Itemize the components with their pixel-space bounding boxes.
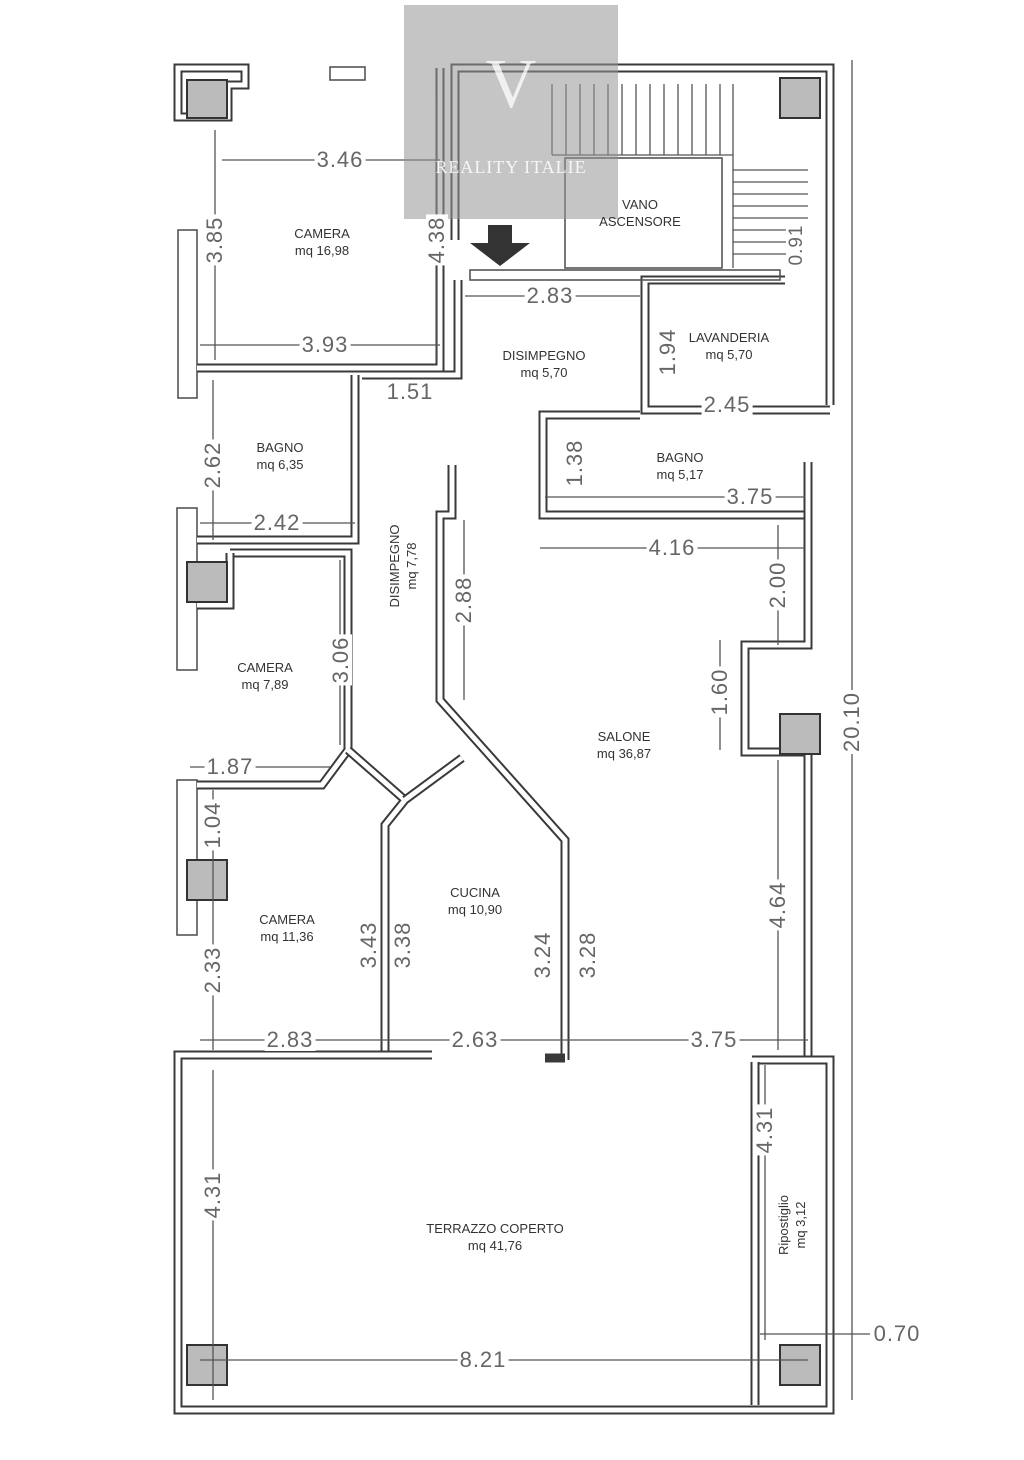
room-name: CAMERA	[294, 226, 350, 241]
room-area: mq 41,76	[467, 1238, 523, 1253]
dimension-lines	[190, 60, 870, 1400]
dimension-label: 1.94	[655, 326, 680, 378]
dimension-label: 20.10	[839, 689, 864, 755]
dimension-label: 3.28	[575, 929, 600, 981]
entrance-arrow-icon	[470, 225, 530, 266]
dimension-label: 1.38	[562, 437, 587, 489]
room-label-cucina: CUCINA mq 10,90	[448, 884, 502, 918]
room-name: CAMERA	[259, 912, 315, 927]
dimension-label: 8.21	[457, 1347, 509, 1372]
room-area: mq 3,12	[793, 1201, 808, 1249]
room-label-lavanderia: LAVANDERIA mq 5,70	[689, 329, 769, 363]
room-area: mq 5,70	[520, 365, 568, 380]
room-area: mq 7,78	[404, 542, 419, 590]
dimension-label: 3.24	[530, 929, 555, 981]
room-area: mq 5,17	[656, 467, 704, 482]
walls	[173, 63, 835, 1415]
watermark-brand: REALITY ITALIE	[435, 157, 587, 177]
dimension-label: 4.31	[200, 1169, 225, 1221]
dimension-label: 4.16	[646, 535, 698, 560]
dimension-label: 0.70	[871, 1321, 923, 1346]
room-label-camera-3: CAMERA mq 11,36	[259, 911, 315, 945]
room-area: mq 11,36	[260, 929, 314, 944]
dimension-label: 3.38	[390, 919, 415, 971]
room-name: BAGNO	[256, 440, 304, 455]
dimension-label: 2.00	[765, 559, 790, 611]
dimension-label: 3.75	[688, 1027, 740, 1052]
room-label-salone: SALONE mq 36,87	[597, 728, 651, 762]
room-label-terrazzo: TERRAZZO COPERTO mq 41,76	[426, 1220, 563, 1254]
dimension-label: 2.42	[251, 510, 303, 535]
room-label-bagno-2: BAGNO mq 5,17	[657, 449, 704, 483]
dimension-label: 3.43	[356, 919, 381, 971]
dimension-label: 4.31	[752, 1104, 777, 1156]
dimension-label: 2.88	[451, 574, 476, 626]
room-area: mq 7,89	[241, 677, 289, 692]
room-label-vano-ascensore: VANO ASCENSORE	[599, 196, 681, 230]
room-area: ASCENSORE	[599, 214, 681, 229]
room-label-bagno-1: BAGNO mq 6,35	[257, 439, 304, 473]
room-name: BAGNO	[656, 450, 704, 465]
room-name: CUCINA	[450, 885, 500, 900]
room-name: Ripostiglio	[776, 1195, 791, 1255]
dimension-label: 3.93	[299, 332, 351, 357]
room-label-disimpegno-1: DISIMPEGNO mq 5,70	[502, 347, 585, 381]
room-name: DISIMPEGNO	[502, 348, 586, 363]
dimension-label: 3.46	[314, 147, 366, 172]
dimension-label: 3.85	[202, 214, 227, 266]
room-name: CAMERA	[237, 660, 293, 675]
dimension-label: 2.63	[449, 1027, 501, 1052]
dimension-label: 3.06	[328, 634, 353, 686]
room-name: TERRAZZO COPERTO	[426, 1221, 564, 1236]
room-name: LAVANDERIA	[688, 330, 770, 345]
dimension-label: 1.87	[204, 754, 256, 779]
room-name: SALONE	[597, 729, 651, 744]
columns	[186, 77, 821, 1386]
room-label-camera-1: CAMERA mq 16,98	[294, 225, 350, 259]
dimension-label: 0.91	[786, 222, 808, 268]
room-name: VANO	[622, 197, 658, 212]
dimension-label: 2.33	[200, 944, 225, 996]
dimension-label: 2.83	[264, 1027, 316, 1052]
room-label-camera-2: CAMERA mq 7,89	[237, 659, 293, 693]
dimension-label: 1.60	[707, 666, 732, 718]
dimension-label: 2.45	[701, 392, 753, 417]
room-area: mq 6,35	[256, 457, 304, 472]
dimension-label: 4.64	[765, 879, 790, 931]
dimension-label: 1.04	[200, 799, 225, 851]
dimension-label: 2.83	[524, 283, 576, 308]
room-area: mq 16,98	[294, 243, 350, 258]
dimension-label: 1.51	[384, 379, 436, 404]
dimension-label: 3.75	[724, 484, 776, 509]
watermark-logo: V REALITY ITALIE	[404, 5, 618, 219]
room-name: DISIMPEGNO	[387, 524, 402, 608]
dimension-label: 4.38	[424, 214, 449, 266]
room-area: mq 36,87	[596, 746, 652, 761]
dimension-label: 2.62	[200, 439, 225, 491]
room-area: mq 10,90	[447, 902, 503, 917]
room-area: mq 5,70	[705, 347, 753, 362]
watermark-monogram: V	[485, 46, 537, 123]
